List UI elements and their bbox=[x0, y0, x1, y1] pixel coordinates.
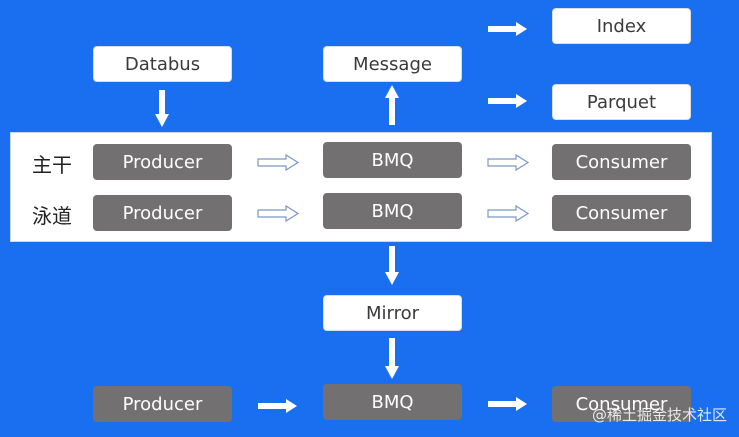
mirror-box: Mirror bbox=[323, 295, 462, 331]
databus-box: Databus bbox=[93, 46, 232, 82]
arrow-to-message-up-head bbox=[385, 85, 399, 98]
watermark: @稀土掘金技术社区 bbox=[591, 406, 727, 424]
arrow-to-index bbox=[488, 26, 516, 32]
lane1-arrow-2 bbox=[487, 153, 530, 172]
arrow-mirror-to-bmq bbox=[389, 338, 395, 366]
arrow-bottom-1 bbox=[258, 403, 286, 409]
message-box: Message bbox=[323, 46, 462, 82]
databus-label: Databus bbox=[124, 53, 201, 75]
lane1-bmq-label: BMQ bbox=[371, 149, 414, 171]
arrow-databus-down-head bbox=[155, 114, 169, 127]
lane1-consumer-box: Consumer bbox=[552, 144, 691, 180]
bottom-producer-label: Producer bbox=[122, 393, 203, 415]
bottom-consumer-box: Consumer bbox=[552, 386, 691, 422]
lane2-consumer-label: Consumer bbox=[575, 202, 668, 224]
arrow-bottom-2-head bbox=[516, 397, 527, 411]
arrow-databus-down bbox=[159, 90, 165, 114]
parquet-label: Parquet bbox=[586, 91, 657, 113]
parquet-box: Parquet bbox=[552, 84, 691, 120]
lane2-bmq-label: BMQ bbox=[371, 200, 414, 222]
arrow-mirror-to-bmq-head bbox=[385, 366, 399, 379]
mirror-label: Mirror bbox=[365, 302, 420, 324]
arrow-to-parquet bbox=[488, 98, 516, 104]
lane-label-main: 主干 bbox=[32, 153, 72, 177]
lane1-bmq-box: BMQ bbox=[323, 142, 462, 178]
arrow-to-mirror-head bbox=[385, 272, 399, 285]
bottom-bmq-label: BMQ bbox=[371, 391, 414, 413]
message-label: Message bbox=[353, 53, 432, 75]
arrow-to-mirror bbox=[389, 246, 395, 272]
arrow-to-parquet-head bbox=[516, 94, 527, 108]
lane2-producer-box: Producer bbox=[93, 195, 232, 231]
lane2-producer-label: Producer bbox=[122, 202, 203, 224]
lane2-arrow-2 bbox=[487, 204, 530, 223]
bottom-bmq-box: BMQ bbox=[323, 384, 462, 420]
arrow-to-index-head bbox=[516, 22, 527, 36]
lane2-consumer-box: Consumer bbox=[552, 195, 691, 231]
bottom-consumer-label: Consumer bbox=[575, 393, 668, 415]
lane2-bmq-box: BMQ bbox=[323, 193, 462, 229]
lane1-producer-box: Producer bbox=[93, 144, 232, 180]
arrow-bottom-2 bbox=[488, 401, 516, 407]
arrow-to-message-up bbox=[389, 98, 395, 125]
lane1-consumer-label: Consumer bbox=[575, 151, 668, 173]
lane1-producer-label: Producer bbox=[122, 151, 203, 173]
lane2-arrow-1 bbox=[257, 204, 300, 223]
index-box: Index bbox=[552, 8, 691, 44]
lane-label-swim: 泳道 bbox=[32, 204, 72, 228]
bottom-producer-box: Producer bbox=[93, 386, 232, 422]
arrow-bottom-1-head bbox=[286, 399, 297, 413]
lane1-arrow-1 bbox=[257, 153, 300, 172]
index-label: Index bbox=[596, 15, 647, 37]
